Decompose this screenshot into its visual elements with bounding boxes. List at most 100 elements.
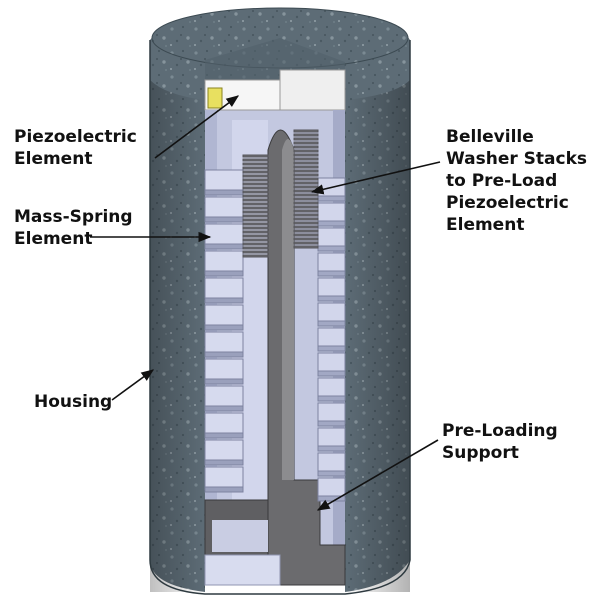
leader-preloading (316, 439, 439, 511)
mass-block-left (204, 466, 244, 488)
washer-right (293, 197, 319, 201)
washer-right (293, 209, 319, 213)
washer-left (242, 218, 269, 222)
washer-left (242, 230, 269, 234)
mass-block-left (204, 412, 244, 434)
svg-text:Element: Element (14, 229, 92, 249)
mass-block-right-shadow (317, 370, 346, 377)
mass-block-right (317, 227, 346, 247)
washer-right (293, 245, 319, 249)
washer-right (293, 137, 319, 141)
washer-left (242, 162, 269, 166)
mass-block-left-shadow (204, 297, 244, 304)
mass-block-left-shadow (204, 243, 244, 250)
washer-right (293, 141, 319, 145)
washer-right (293, 185, 319, 189)
washer-left (242, 242, 269, 246)
piezoelectric-element (207, 87, 223, 109)
mass-block-left (204, 196, 244, 218)
mass-block-right-shadow (317, 220, 346, 227)
washer-right (293, 217, 319, 221)
mass-block-left-shadow (204, 378, 244, 385)
washer-left (242, 214, 269, 218)
washer-left (242, 186, 269, 190)
leader-piezo (154, 95, 240, 159)
washer-left (242, 222, 269, 226)
washer-left (242, 154, 269, 158)
mass-block-right (317, 427, 346, 447)
washer-left (242, 158, 269, 162)
mass-block-right-shadow (317, 445, 346, 452)
mass-block-left (204, 277, 244, 299)
washer-right (293, 165, 319, 169)
mass-block-left (204, 331, 244, 353)
washer-right (293, 177, 319, 181)
mass-block-right (317, 277, 346, 297)
mass-block-left (204, 223, 244, 245)
washer-left (242, 190, 269, 194)
washer-left (242, 174, 269, 178)
svg-text:Element: Element (14, 149, 92, 169)
mass-block-right (317, 477, 346, 497)
label-belleville-washer-stacks: Belleville Washer Stacks to Pre-Load Pie… (446, 127, 587, 235)
washer-left (242, 198, 269, 202)
washer-right (293, 181, 319, 185)
mass-block-right-shadow (317, 420, 346, 427)
mass-block-left (204, 304, 244, 326)
washer-left (242, 238, 269, 242)
mass-block-left-shadow (204, 189, 244, 196)
washer-right (293, 237, 319, 241)
svg-text:Washer Stacks: Washer Stacks (446, 149, 587, 169)
leader-belleville (310, 161, 441, 195)
svg-text:Belleville: Belleville (446, 127, 534, 147)
mass-block-left-shadow (204, 270, 244, 277)
washer-left (242, 182, 269, 186)
washer-right (293, 213, 319, 217)
washer-left (242, 210, 269, 214)
mass-block-right (317, 402, 346, 422)
mass-block-right (317, 327, 346, 347)
mass-block-left-shadow (204, 351, 244, 358)
washer-right (293, 201, 319, 205)
mass-block-left (204, 385, 244, 407)
mass-block-left-shadow (204, 216, 244, 223)
svg-text:Piezoelectric: Piezoelectric (446, 193, 569, 213)
label-piezoelectric-element: Piezoelectric Element (14, 127, 137, 169)
washer-right (293, 149, 319, 153)
washer-left (242, 206, 269, 210)
mass-block-right-shadow (317, 295, 346, 302)
mass-block-left (204, 439, 244, 461)
washer-left (242, 234, 269, 238)
label-preloading-support: Pre-Loading Support (442, 421, 558, 463)
mass-block-left-shadow (204, 405, 244, 412)
mass-block-right (317, 202, 346, 222)
mass-block-left-shadow (204, 432, 244, 439)
washer-right (293, 241, 319, 245)
washer-left (242, 178, 269, 182)
washer-right (293, 233, 319, 237)
mass-block-right (317, 252, 346, 272)
leader-housing (111, 369, 155, 401)
svg-text:Pre-Loading: Pre-Loading (442, 421, 558, 441)
washer-right (293, 169, 319, 173)
svg-text:Mass-Spring: Mass-Spring (14, 207, 133, 227)
washer-right (293, 193, 319, 197)
mass-block-right (317, 377, 346, 397)
label-housing: Housing (34, 392, 112, 412)
washer-right (293, 221, 319, 225)
washer-right (293, 145, 319, 149)
mass-block-right-shadow (317, 470, 346, 477)
washer-left (242, 202, 269, 206)
svg-text:Housing: Housing (34, 392, 112, 412)
washer-right (293, 229, 319, 233)
mass-block-right-shadow (317, 270, 346, 277)
washer-left (242, 166, 269, 170)
washer-left (242, 226, 269, 230)
washer-right (293, 133, 319, 137)
mass-block-right (317, 452, 346, 472)
svg-text:Piezoelectric: Piezoelectric (14, 127, 137, 147)
washer-right (293, 129, 319, 133)
mass-block-right-shadow (317, 495, 346, 502)
washer-right (293, 225, 319, 229)
